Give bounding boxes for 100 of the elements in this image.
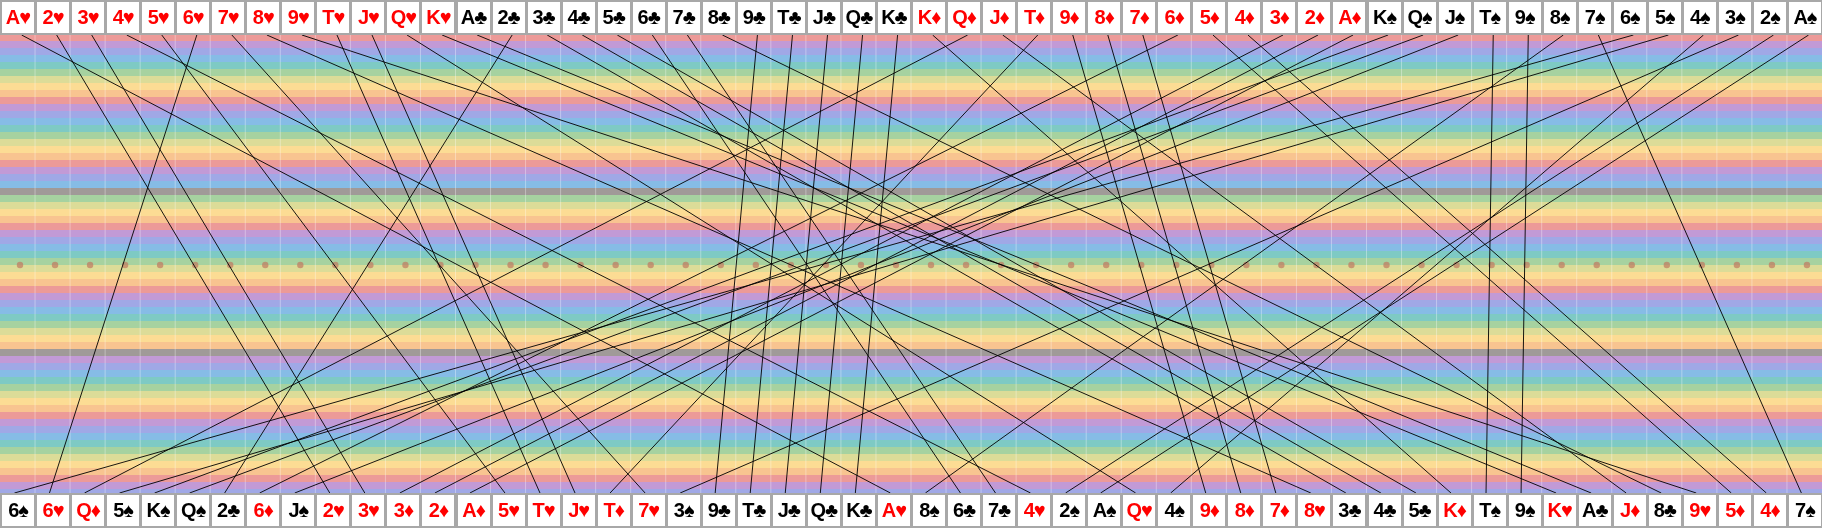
playing-card: 3♦ <box>385 493 422 528</box>
playing-card: 3♣ <box>1331 493 1368 528</box>
playing-card: 3♠ <box>1716 0 1753 35</box>
playing-card: 7♣ <box>981 493 1018 528</box>
playing-card: 3♣ <box>525 0 562 35</box>
playing-card: J♥ <box>350 0 387 35</box>
connector-line <box>91 34 366 494</box>
playing-card: 6♠ <box>1611 0 1648 35</box>
connector-line <box>714 34 758 494</box>
playing-card: K♦ <box>911 0 948 35</box>
connector-line <box>1142 34 1277 494</box>
playing-card: 7♦ <box>1121 0 1158 35</box>
playing-card: 9♦ <box>1051 0 1088 35</box>
playing-card: T♣ <box>735 493 772 528</box>
playing-card: 9♥ <box>280 0 317 35</box>
playing-card: 2♥ <box>315 493 352 528</box>
playing-card: A♥ <box>875 493 912 528</box>
connector-line <box>819 34 863 494</box>
connector-line <box>932 34 1452 494</box>
playing-card: 4♥ <box>105 0 142 35</box>
connector-line <box>924 34 1564 494</box>
connector-line <box>56 34 331 494</box>
connector-line <box>1107 34 1242 494</box>
playing-card: 6♠ <box>0 493 37 528</box>
playing-card: 4♦ <box>1751 493 1788 528</box>
playing-card: K♣ <box>840 493 877 528</box>
playing-card: 3♠ <box>665 493 702 528</box>
connector-line <box>1520 34 1529 494</box>
connector-line <box>406 34 1137 494</box>
playing-card: 8♦ <box>1086 0 1123 35</box>
playing-card: 7♣ <box>665 0 702 35</box>
connector-line <box>686 34 996 494</box>
playing-card: 8♦ <box>1226 493 1263 528</box>
playing-card: 5♦ <box>1191 0 1228 35</box>
playing-card: J♦ <box>1611 493 1648 528</box>
playing-card: 7♠ <box>1576 0 1613 35</box>
playing-card: A♥ <box>0 0 37 35</box>
playing-card: 7♥ <box>210 0 247 35</box>
playing-card: 6♦ <box>1156 0 1193 35</box>
playing-card: J♣ <box>770 493 807 528</box>
playing-card: 5♠ <box>1646 0 1683 35</box>
connector-line <box>224 34 513 494</box>
playing-card: 6♥ <box>175 0 212 35</box>
playing-card: 5♠ <box>105 493 142 528</box>
playing-card: A♣ <box>455 0 492 35</box>
connector-line <box>1485 34 1494 494</box>
playing-card: K♠ <box>140 493 177 528</box>
connector-line <box>161 34 506 494</box>
playing-card: 7♦ <box>1261 493 1298 528</box>
playing-card: Q♥ <box>385 0 422 35</box>
connector-line <box>1597 34 1802 494</box>
playing-card: 5♣ <box>595 0 632 35</box>
playing-card: 7♥ <box>630 493 667 528</box>
playing-card: J♠ <box>1436 0 1473 35</box>
playing-card: T♦ <box>1016 0 1053 35</box>
playing-card: Q♣ <box>840 0 877 35</box>
connector-line <box>49 34 198 494</box>
playing-card: T♠ <box>1471 0 1508 35</box>
playing-card: T♥ <box>525 493 562 528</box>
playing-card: Q♦ <box>70 493 107 528</box>
playing-card: A♣ <box>1576 493 1613 528</box>
playing-card: 9♠ <box>1506 493 1543 528</box>
playing-card: A♠ <box>1786 0 1822 35</box>
playing-card: 2♠ <box>1751 0 1788 35</box>
playing-card: 2♠ <box>1051 493 1088 528</box>
playing-card: 8♣ <box>700 0 737 35</box>
playing-card: 4♠ <box>1156 493 1193 528</box>
playing-card: 4♣ <box>560 0 597 35</box>
playing-card: J♥ <box>560 493 597 528</box>
playing-card: 3♦ <box>1261 0 1298 35</box>
playing-card: 4♥ <box>1016 493 1053 528</box>
playing-card: 4♠ <box>1681 0 1718 35</box>
connector-line <box>1002 34 1627 494</box>
playing-card: 5♥ <box>140 0 177 35</box>
playing-card: J♠ <box>280 493 317 528</box>
connector-line <box>231 34 646 494</box>
connector-line <box>609 34 1039 494</box>
playing-card: K♥ <box>1541 493 1578 528</box>
playing-card: 6♣ <box>630 0 667 35</box>
playing-card: K♣ <box>875 0 912 35</box>
playing-card: 5♥ <box>490 493 527 528</box>
playing-card: Q♣ <box>805 493 842 528</box>
playing-card: 4♣ <box>1366 493 1403 528</box>
playing-card: Q♠ <box>1401 0 1438 35</box>
playing-card: K♠ <box>1366 0 1403 35</box>
playing-card: 2♦ <box>420 493 457 528</box>
playing-card: 2♦ <box>1296 0 1333 35</box>
playing-card: 9♠ <box>1506 0 1543 35</box>
connector-line <box>749 34 793 494</box>
playing-card: 8♥ <box>245 0 282 35</box>
connector-line <box>336 34 541 494</box>
playing-card: 7♠ <box>1786 493 1822 528</box>
connector-line <box>651 34 961 494</box>
playing-card: J♦ <box>981 0 1018 35</box>
playing-card: 6♦ <box>245 493 282 528</box>
playing-card: A♦ <box>455 493 492 528</box>
playing-card: Q♥ <box>1121 493 1158 528</box>
playing-card: T♦ <box>595 493 632 528</box>
playing-card: Q♦ <box>946 0 983 35</box>
playing-card: 9♣ <box>735 0 772 35</box>
